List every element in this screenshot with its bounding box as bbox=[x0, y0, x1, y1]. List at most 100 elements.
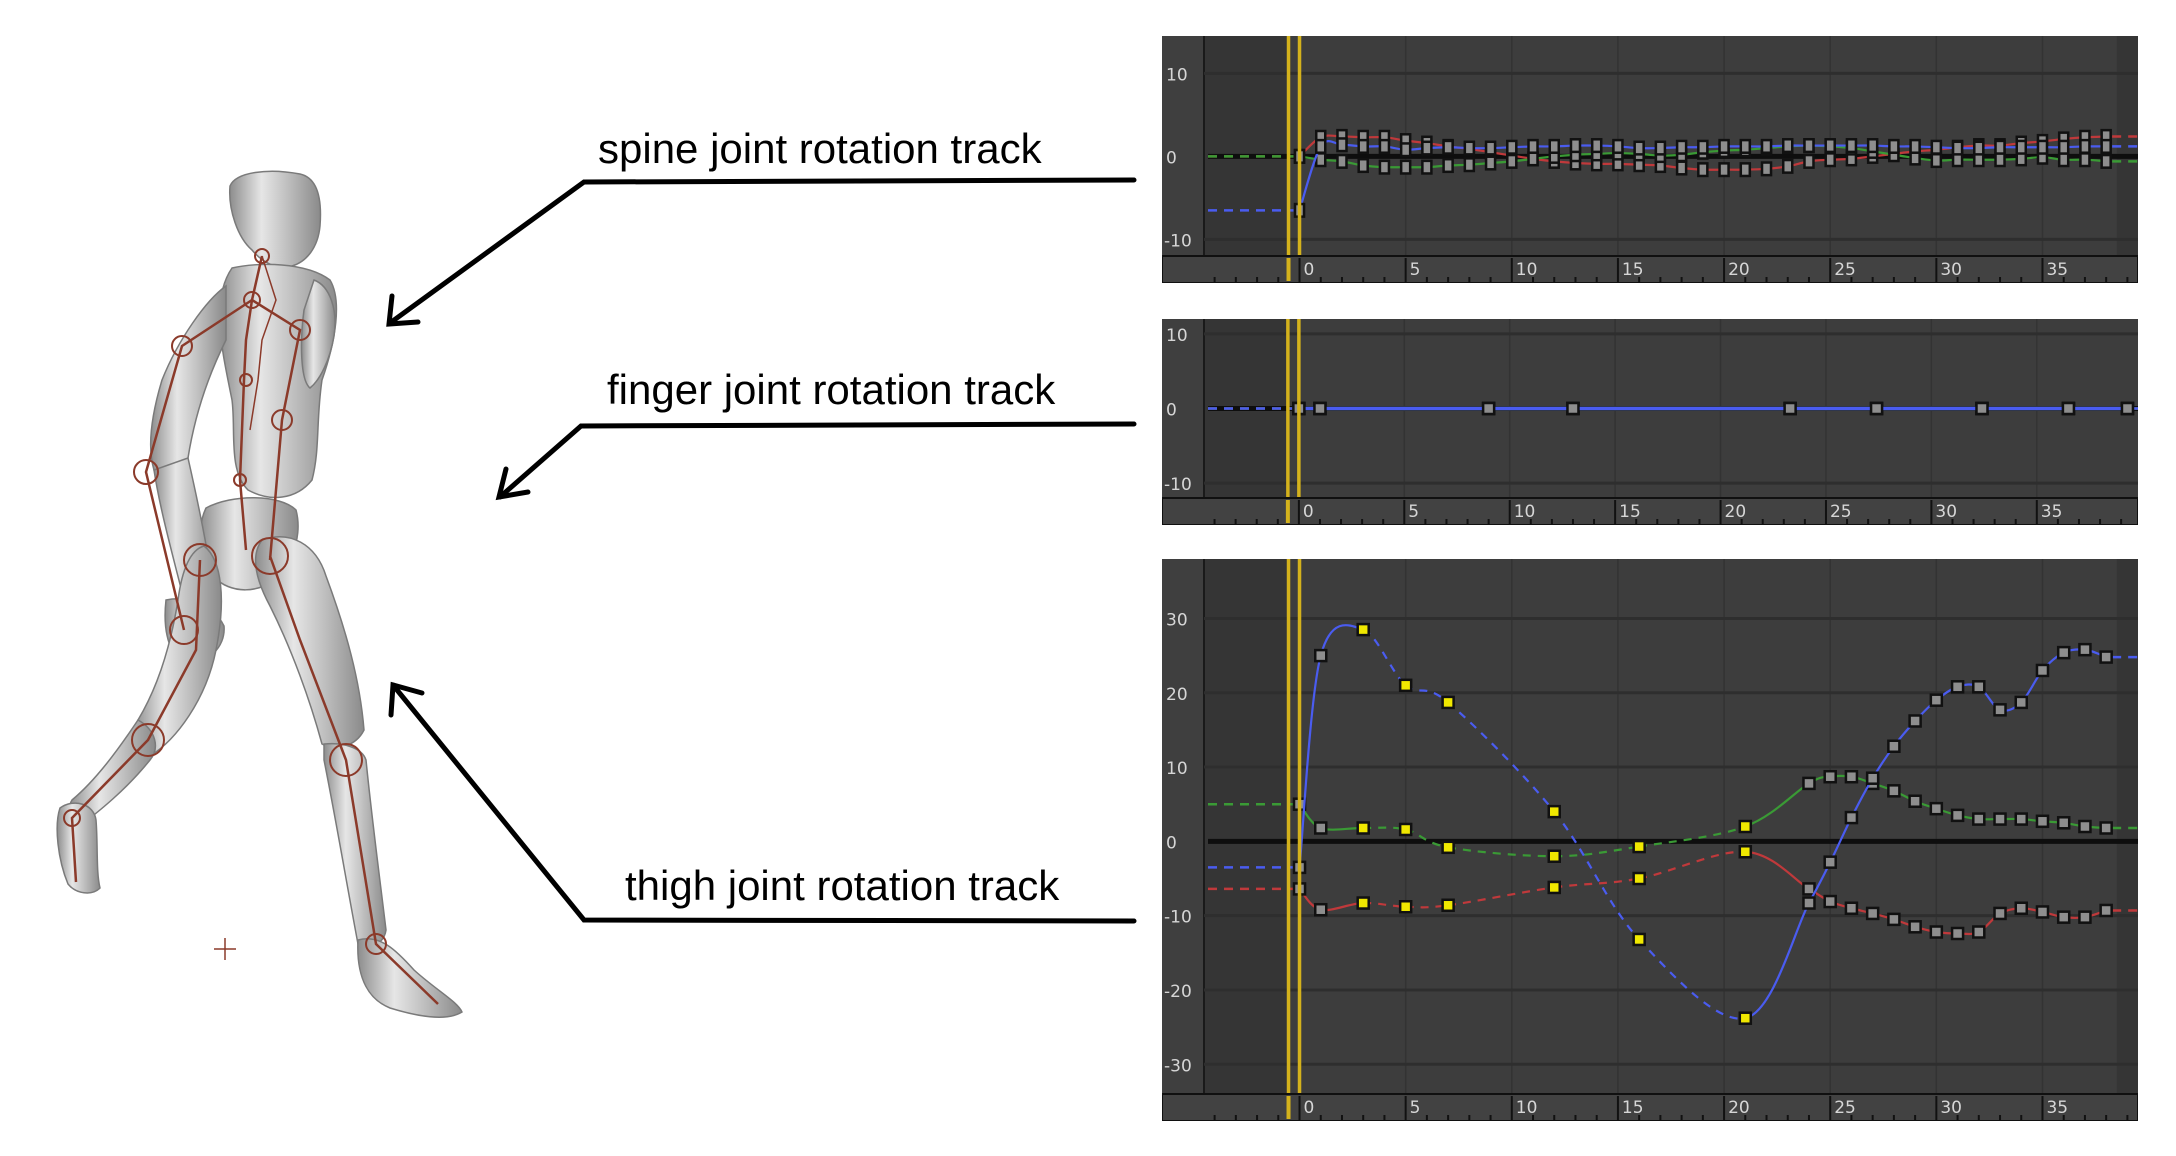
keyframe-y-rotation[interactable] bbox=[1887, 784, 1901, 798]
keyframe-z-rotation[interactable] bbox=[1994, 139, 2006, 155]
keyframe-z-rotation[interactable] bbox=[1930, 139, 1943, 155]
keyframe-z-rotation[interactable] bbox=[1315, 138, 1327, 154]
keyframe-y-rotation[interactable] bbox=[1399, 159, 1412, 175]
keyframe-z-rotation[interactable] bbox=[1739, 138, 1752, 154]
keyframe-z-rotation[interactable] bbox=[1569, 138, 1582, 154]
keyframe-y-rotation[interactable] bbox=[1994, 152, 2006, 168]
keyframe-y-rotation[interactable] bbox=[1442, 157, 1454, 174]
frame-ruler-background[interactable] bbox=[1162, 1093, 2138, 1121]
keyframe-z-rotation[interactable] bbox=[1760, 138, 1773, 154]
keyframe-z-rotation[interactable] bbox=[1718, 138, 1730, 154]
keyframe-z-rotation[interactable] bbox=[1527, 138, 1539, 154]
keyframe-z-rotation[interactable] bbox=[2035, 663, 2050, 678]
keyframe-z-rotation[interactable] bbox=[1675, 139, 1688, 155]
keyframe-x-rotation[interactable] bbox=[1356, 896, 1370, 910]
keyframe-z-rotation[interactable] bbox=[1632, 932, 1646, 947]
keyframe-z-rotation[interactable] bbox=[1633, 140, 1645, 156]
keyframe-z-rotation[interactable] bbox=[2015, 139, 2027, 155]
keyframe-x-rotation[interactable] bbox=[2099, 903, 2113, 918]
keyframe-z-rotation[interactable] bbox=[1908, 714, 1922, 728]
keyframe-z-rotation[interactable] bbox=[1802, 896, 1816, 910]
keyframe-x-rotation[interactable] bbox=[2056, 910, 2071, 924]
keyframe-x-rotation[interactable] bbox=[2078, 910, 2092, 924]
keyframe-y-rotation[interactable] bbox=[1463, 157, 1476, 173]
keyframe-x-rotation[interactable] bbox=[1802, 882, 1816, 896]
keyframe-y-rotation[interactable] bbox=[1357, 157, 1369, 174]
keyframe-z-rotation[interactable] bbox=[2061, 401, 2076, 416]
keyframe-z-rotation[interactable] bbox=[1506, 139, 1518, 155]
keyframe-z-rotation[interactable] bbox=[1484, 140, 1497, 156]
keyframe-x-rotation[interactable] bbox=[1803, 153, 1815, 169]
keyframe-y-rotation[interactable] bbox=[1993, 812, 2007, 826]
keyframe-y-rotation[interactable] bbox=[2099, 821, 2113, 835]
keyframe-y-rotation[interactable] bbox=[1972, 812, 1986, 826]
keyframe-x-rotation[interactable] bbox=[1760, 161, 1773, 177]
keyframe-x-rotation[interactable] bbox=[1823, 894, 1837, 909]
keyframe-x-rotation[interactable] bbox=[1739, 162, 1752, 178]
keyframe-z-rotation[interactable] bbox=[1421, 140, 1433, 156]
keyframe-x-rotation[interactable] bbox=[1441, 898, 1455, 913]
keyframe-x-rotation[interactable] bbox=[1398, 900, 1413, 914]
keyframe-y-rotation[interactable] bbox=[2057, 152, 2070, 168]
keyframe-x-rotation[interactable] bbox=[1675, 160, 1688, 176]
keyframe-z-rotation[interactable] bbox=[1399, 142, 1412, 158]
keyframe-z-rotation[interactable] bbox=[1336, 137, 1348, 153]
keyframe-z-rotation[interactable] bbox=[1865, 771, 1880, 785]
keyframe-y-rotation[interactable] bbox=[1527, 151, 1539, 167]
keyframe-x-rotation[interactable] bbox=[1972, 925, 1986, 939]
keyframe-z-rotation[interactable] bbox=[1313, 401, 1327, 416]
keyframe-z-rotation[interactable] bbox=[1993, 703, 2007, 717]
keyframe-x-rotation[interactable] bbox=[2014, 901, 2028, 915]
keyframe-z-rotation[interactable] bbox=[1951, 140, 1964, 156]
keyframe-z-rotation[interactable] bbox=[1463, 140, 1476, 156]
keyframe-z-rotation[interactable] bbox=[1612, 138, 1624, 154]
keyframe-y-rotation[interactable] bbox=[1484, 155, 1497, 171]
keyframe-z-rotation[interactable] bbox=[1844, 810, 1859, 825]
keyframe-z-rotation[interactable] bbox=[1950, 680, 1965, 694]
keyframe-y-rotation[interactable] bbox=[1929, 801, 1944, 816]
keyframe-y-rotation[interactable] bbox=[1547, 849, 1561, 863]
keyframe-y-rotation[interactable] bbox=[1802, 776, 1816, 791]
keyframe-z-rotation[interactable] bbox=[1738, 1011, 1753, 1025]
keyframe-x-rotation[interactable] bbox=[1632, 871, 1646, 886]
keyframe-x-rotation[interactable] bbox=[1950, 926, 1965, 941]
keyframe-y-rotation[interactable] bbox=[2100, 153, 2112, 169]
keyframe-z-rotation[interactable] bbox=[1548, 138, 1560, 154]
keyframe-y-rotation[interactable] bbox=[2078, 819, 2092, 834]
frame-ruler-background[interactable] bbox=[1162, 255, 2138, 283]
keyframe-z-rotation[interactable] bbox=[1547, 804, 1561, 819]
keyframe-y-rotation[interactable] bbox=[2056, 816, 2071, 830]
keyframe-y-rotation[interactable] bbox=[1356, 821, 1370, 835]
keyframe-z-rotation[interactable] bbox=[2057, 139, 2070, 155]
keyframe-z-rotation[interactable] bbox=[2099, 650, 2113, 664]
keyframe-z-rotation[interactable] bbox=[1566, 401, 1580, 416]
keyframe-x-rotation[interactable] bbox=[1993, 906, 2007, 921]
keyframe-z-rotation[interactable] bbox=[1398, 678, 1413, 693]
keyframe-y-rotation[interactable] bbox=[1336, 153, 1348, 169]
keyframe-x-rotation[interactable] bbox=[1929, 925, 1944, 939]
keyframe-y-rotation[interactable] bbox=[1738, 819, 1753, 834]
keyframe-z-rotation[interactable] bbox=[2036, 139, 2049, 155]
keyframe-z-rotation[interactable] bbox=[2120, 401, 2135, 416]
keyframe-y-rotation[interactable] bbox=[1930, 152, 1943, 169]
frame-ruler-background[interactable] bbox=[1162, 497, 2138, 525]
keyframe-z-rotation[interactable] bbox=[1590, 138, 1603, 154]
keyframe-y-rotation[interactable] bbox=[1844, 769, 1859, 784]
keyframe-z-rotation[interactable] bbox=[1866, 138, 1879, 154]
keyframe-z-rotation[interactable] bbox=[1783, 401, 1797, 416]
keyframe-y-rotation[interactable] bbox=[2035, 814, 2050, 829]
keyframe-x-rotation[interactable] bbox=[1844, 901, 1859, 915]
keyframe-z-rotation[interactable] bbox=[1442, 139, 1454, 155]
keyframe-y-rotation[interactable] bbox=[1823, 769, 1837, 784]
keyframe-y-rotation[interactable] bbox=[2014, 812, 2028, 826]
keyframe-x-rotation[interactable] bbox=[1718, 162, 1730, 178]
keyframe-x-rotation[interactable] bbox=[1887, 912, 1901, 927]
keyframe-z-rotation[interactable] bbox=[1869, 401, 1884, 416]
keyframe-x-rotation[interactable] bbox=[2035, 905, 2050, 919]
keyframe-z-rotation[interactable] bbox=[1314, 648, 1328, 663]
